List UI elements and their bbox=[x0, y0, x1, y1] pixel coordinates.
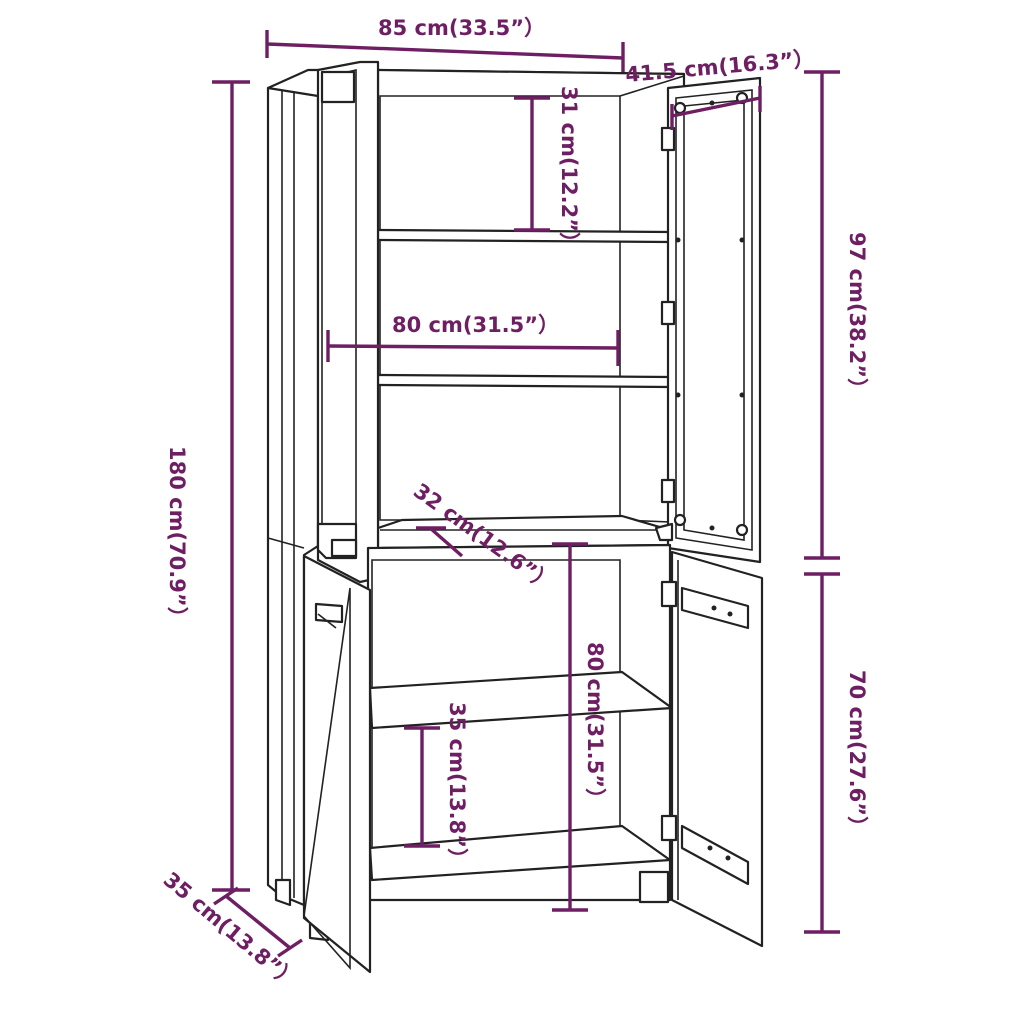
upper-right-glass-door bbox=[654, 76, 762, 564]
upper-shelf-2 bbox=[376, 373, 672, 389]
dimension-lower-shelf-height bbox=[404, 726, 440, 848]
leg bbox=[638, 870, 670, 904]
dimension-lower-cabinet-height bbox=[804, 572, 840, 934]
dimension-shelf-height bbox=[514, 96, 550, 232]
hinge-icon bbox=[660, 814, 678, 842]
dimension-depth-top bbox=[670, 86, 762, 130]
upper-bottom-board bbox=[376, 514, 672, 550]
label-inner-width: 80 cm(31.5”） bbox=[392, 313, 559, 337]
label-height-total: 180 cm(70.9”） bbox=[165, 446, 189, 628]
label-width-total: 85 cm(33.5”） bbox=[378, 16, 545, 40]
label-shelf-height: 31 cm(12.2”） bbox=[557, 86, 581, 253]
label-upper-height: 97 cm(38.2”） bbox=[845, 232, 869, 399]
label-lower-shelf-height: 35 cm(13.8”） bbox=[445, 702, 469, 869]
left-side-panel bbox=[266, 70, 320, 907]
hinge-icon bbox=[660, 300, 676, 326]
dimension-upper-height bbox=[804, 70, 840, 560]
hinge-icon bbox=[660, 126, 676, 152]
lower-right-door bbox=[660, 550, 764, 948]
door-handle-icon bbox=[314, 602, 344, 624]
hinge-icon bbox=[660, 580, 678, 608]
hinge-bracket-icon bbox=[680, 824, 750, 886]
cabinet-drawing bbox=[266, 60, 764, 974]
dimension-depth-base bbox=[213, 886, 303, 958]
label-lower-height: 80 cm(31.5”） bbox=[583, 642, 607, 809]
hinge-icon bbox=[660, 478, 676, 504]
label-lower-cabinet-height: 70 cm(27.6”） bbox=[845, 670, 869, 837]
upper-left-door bbox=[316, 60, 380, 584]
upper-shelf-1 bbox=[376, 228, 672, 244]
upper-cabinet bbox=[376, 68, 686, 550]
dimension-height-total bbox=[212, 80, 250, 892]
dimension-inner-width bbox=[326, 330, 620, 366]
label-depth-top: 41.5 cm(16.3”） bbox=[624, 47, 815, 87]
dimension-lines bbox=[212, 30, 840, 958]
lower-left-door bbox=[302, 554, 372, 974]
dimension-width-total bbox=[265, 30, 625, 72]
lower-cabinet bbox=[308, 543, 674, 942]
dimension-lower-height bbox=[552, 542, 588, 912]
dimension-shelf-depth bbox=[416, 526, 464, 558]
